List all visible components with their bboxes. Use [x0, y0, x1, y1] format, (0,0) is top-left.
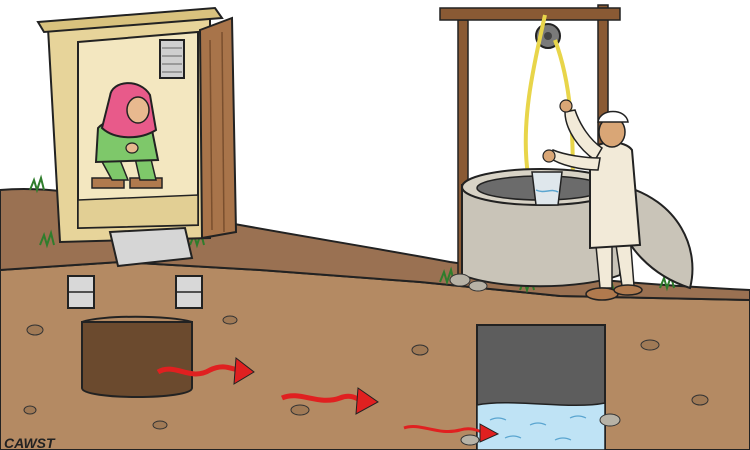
- logo-text: CAWST: [4, 435, 56, 450]
- woman-figure-icon: [91, 82, 163, 189]
- man-figure-icon: [542, 99, 643, 301]
- cawst-logo: CAWST: [4, 435, 56, 450]
- rope: [523, 14, 547, 176]
- latrine-door: [198, 16, 238, 240]
- contamination-arrow-icon: [280, 387, 379, 415]
- contamination-arrows: [156, 357, 500, 443]
- contamination-arrow-icon: [403, 423, 500, 443]
- well-water: [476, 401, 606, 450]
- well-icon: [439, 4, 694, 450]
- contamination-arrow-icon: [156, 357, 255, 385]
- bucket-icon: [531, 171, 563, 206]
- latrine-pit: [81, 315, 193, 398]
